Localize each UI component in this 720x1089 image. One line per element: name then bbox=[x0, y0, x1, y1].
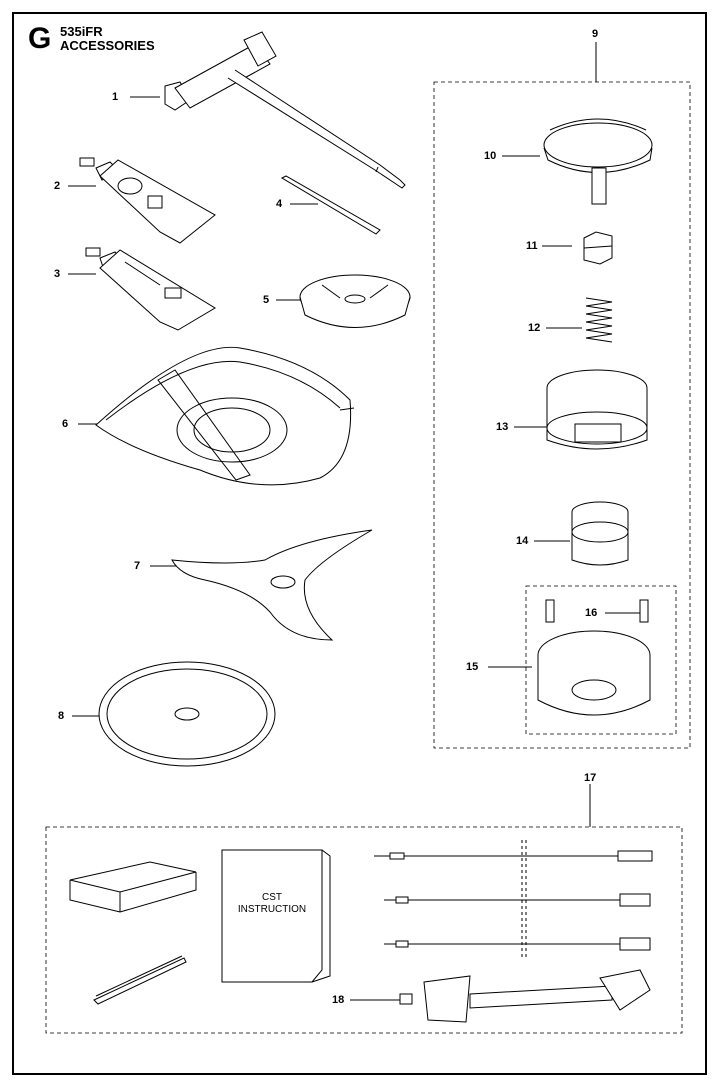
trimmer-spool-part bbox=[514, 369, 648, 450]
combination-wrench-part bbox=[130, 31, 406, 189]
section-title: ACCESSORIES bbox=[60, 38, 155, 53]
callout-2: 2 bbox=[54, 180, 61, 192]
head-clips-part bbox=[545, 599, 649, 623]
support-cup-part bbox=[276, 274, 411, 328]
manual-line-1: CST bbox=[262, 892, 282, 903]
callout-13: 13 bbox=[496, 421, 509, 433]
blade-guard-part bbox=[78, 346, 355, 486]
diagnostic-cables-part bbox=[374, 840, 653, 960]
saw-blade-part bbox=[72, 661, 276, 767]
callout-5: 5 bbox=[263, 294, 270, 306]
group-box-trimmer-head bbox=[433, 81, 691, 749]
page-frame bbox=[12, 12, 707, 1075]
group-box-head-cover bbox=[525, 585, 677, 735]
callout-6: 6 bbox=[62, 418, 69, 430]
tool-case-part bbox=[69, 861, 197, 913]
instruction-manual-part bbox=[221, 849, 331, 983]
locking-pin-part bbox=[280, 175, 381, 235]
trimmer-spring-part bbox=[546, 297, 613, 343]
model-name: 535iFR bbox=[60, 24, 103, 39]
callout-4: 4 bbox=[276, 198, 283, 210]
manual-line-2: INSTRUCTION bbox=[237, 904, 307, 915]
callout-7: 7 bbox=[134, 560, 141, 572]
group-box-service-kit bbox=[45, 826, 683, 1034]
trimmer-knob-part bbox=[534, 501, 629, 566]
trimmer-nut-part bbox=[542, 231, 613, 265]
callout-1: 1 bbox=[112, 91, 119, 103]
callout-14: 14 bbox=[516, 535, 529, 547]
callout-17: 17 bbox=[584, 772, 597, 784]
manual-title: CST INSTRUCTION bbox=[226, 892, 318, 916]
callout-11: 11 bbox=[526, 240, 538, 252]
callout-9: 9 bbox=[592, 28, 599, 40]
callout-3: 3 bbox=[54, 268, 61, 280]
lubricant-tube-part bbox=[68, 247, 216, 331]
trimmer-head-top-part bbox=[502, 118, 653, 205]
section-letter: G bbox=[28, 22, 52, 55]
tweezers-part bbox=[93, 955, 187, 1005]
trimmer-head-cover-part bbox=[488, 630, 651, 716]
callout-10: 10 bbox=[484, 150, 497, 162]
callout-8: 8 bbox=[58, 710, 65, 722]
callout-12: 12 bbox=[528, 322, 541, 334]
grass-blade-part bbox=[150, 529, 373, 641]
grease-tube-part bbox=[68, 157, 216, 244]
callout-18: 18 bbox=[332, 994, 345, 1006]
callout-16: 16 bbox=[585, 607, 598, 619]
callout-15: 15 bbox=[466, 661, 479, 673]
cable-harness-part bbox=[350, 969, 651, 1023]
